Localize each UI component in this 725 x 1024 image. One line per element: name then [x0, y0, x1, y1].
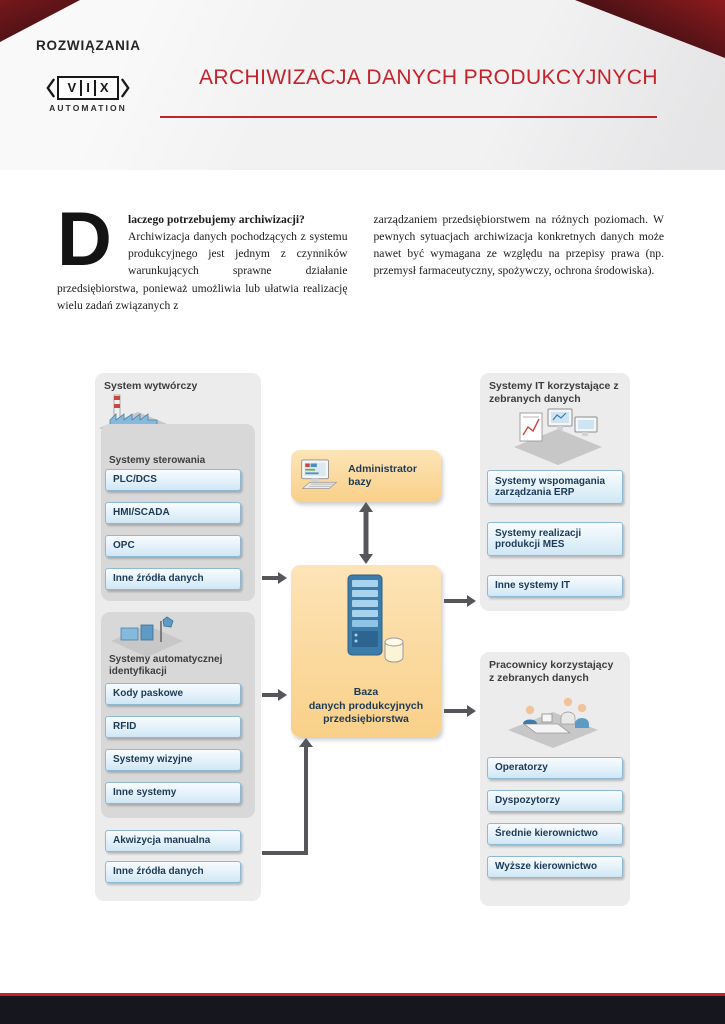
database-server-icon — [347, 574, 383, 656]
intro-column-right: zarządzaniem przedsiębiorstwem na różnyc… — [374, 211, 665, 314]
database-box-label: Baza danych produkcyjnych przedsiębiorst… — [291, 686, 441, 727]
it-systems-panel: Systemy IT korzystające z zebranych dany… — [480, 373, 630, 611]
dropcap: D — [57, 197, 112, 282]
arrow-db-to-users — [444, 705, 476, 717]
it-panel-title: Systemy IT korzystające z zebranych dany… — [489, 380, 619, 406]
diagram-item-upper-management: Wyższe kierownictwo — [487, 856, 623, 878]
diagram-item-erp: Systemy wspomagania zarządzania ERP — [487, 470, 623, 504]
intro-section: D laczego potrzebujemy archiwizacji? Arc… — [57, 197, 665, 314]
diagram-item-dispatchers: Dyspozytorzy — [487, 790, 623, 812]
diagram-item-other-data-sources: Inne źródła danych — [105, 568, 241, 590]
control-systems-group: Systemy sterowania PLC/DCS HMI/SCADA OPC… — [101, 424, 255, 601]
diagram-item-barcodes: Kody paskowe — [105, 683, 241, 705]
workers-panel-title: Pracownicy korzystający z zebranych dany… — [489, 659, 614, 685]
database-admin-box: Administrator bazy — [291, 450, 441, 502]
logo-subtitle: AUTOMATION — [49, 103, 127, 113]
identification-systems-group: Systemy automatycznej identyfikacji Kody… — [101, 612, 255, 818]
diagram-item-vision-systems: Systemy wizyjne — [105, 749, 241, 771]
title-underline — [160, 116, 657, 118]
admin-computer-icon — [301, 459, 338, 489]
vix-logo: V I X AUTOMATION — [36, 76, 140, 113]
diagram-item-other-data-sources-2: Inne źródła danych — [105, 861, 241, 883]
database-label-line-1: Baza — [353, 686, 379, 699]
arrow-sources-to-db-2 — [262, 689, 287, 701]
logo-letter-x: X — [99, 80, 109, 95]
logo-separator — [80, 80, 83, 96]
diagram-item-hmi-scada: HMI/SCADA — [105, 502, 241, 524]
architecture-diagram: System wytwórczy Systemy sterowania PLC/… — [0, 373, 725, 918]
intro-paragraph-2: zarządzaniem przedsiębiorstwem na różnyc… — [373, 213, 665, 278]
source-systems-panel: System wytwórczy Systemy sterowania PLC/… — [95, 373, 261, 901]
diagram-item-rfid: RFID — [105, 716, 241, 738]
vix-logo-mark: V I X — [36, 76, 140, 100]
bidirectional-arrow-icon — [359, 502, 373, 564]
footer-red-line — [0, 993, 725, 996]
page-header: ROZWIĄZANIA V I X AUTOMATION ARCHIWI — [0, 0, 725, 170]
diagram-item-other-systems: Inne systemy — [105, 782, 241, 804]
workers-desk-icon — [508, 697, 598, 748]
diagram-item-opc: OPC — [105, 535, 241, 557]
logo-letter-v: V — [67, 80, 77, 95]
it-workstations-icon — [514, 408, 602, 465]
document-title: ARCHIWIZACJA DANYCH PRODUKCYJNYCH — [199, 66, 658, 89]
workers-panel: Pracownicy korzystający z zebranych dany… — [480, 652, 630, 906]
diagram-item-manual-acquisition: Akwizycja manualna — [105, 830, 241, 852]
conveyor-identification-icon — [111, 616, 183, 657]
logo-left-chevron-icon — [45, 78, 55, 98]
intro-column-left: D laczego potrzebujemy archiwizacji? Arc… — [57, 197, 348, 314]
intro-paragraph-1: Archiwizacja danych pochodzących z syste… — [57, 230, 348, 312]
logo-right-chevron-icon — [121, 78, 131, 98]
manual-acquisition-connector-vertical — [299, 738, 313, 855]
diagram-item-middle-management: Średnie kierownictwo — [487, 823, 623, 845]
arrow-sources-to-db-1 — [262, 572, 287, 584]
footer-bar — [0, 996, 725, 1024]
corner-accent-right — [575, 0, 725, 58]
logo-frame: V I X — [56, 76, 120, 100]
arrow-db-to-it — [444, 595, 476, 607]
corner-accent-left — [0, 0, 80, 42]
diagram-item-operators: Operatorzy — [487, 757, 623, 779]
production-database-box: Baza danych produkcyjnych przedsiębiorst… — [291, 565, 441, 737]
diagram-item-mes: Systemy realizacji produkcji MES — [487, 522, 623, 556]
diagram-item-other-it-systems: Inne systemy IT — [487, 575, 623, 597]
logo-letter-i: I — [86, 80, 90, 95]
database-cylinder-icon — [384, 637, 404, 663]
database-label-line-3: przedsiębiorstwa — [323, 713, 409, 726]
identification-group-title: Systemy automatycznej identyfikacji — [109, 654, 223, 677]
section-label: ROZWIĄZANIA — [36, 38, 141, 53]
logo-separator — [93, 80, 96, 96]
control-group-title: Systemy sterowania — [109, 455, 206, 466]
admin-box-label: Administrator bazy — [348, 463, 417, 488]
source-panel-title: System wytwórczy — [104, 380, 198, 392]
intro-question: laczego potrzebujemy archiwizacji? — [128, 213, 305, 226]
database-label-line-2: danych produkcyjnych — [308, 699, 424, 712]
diagram-item-plc-dcs: PLC/DCS — [105, 469, 241, 491]
manual-acquisition-connector-horizontal — [262, 851, 308, 855]
